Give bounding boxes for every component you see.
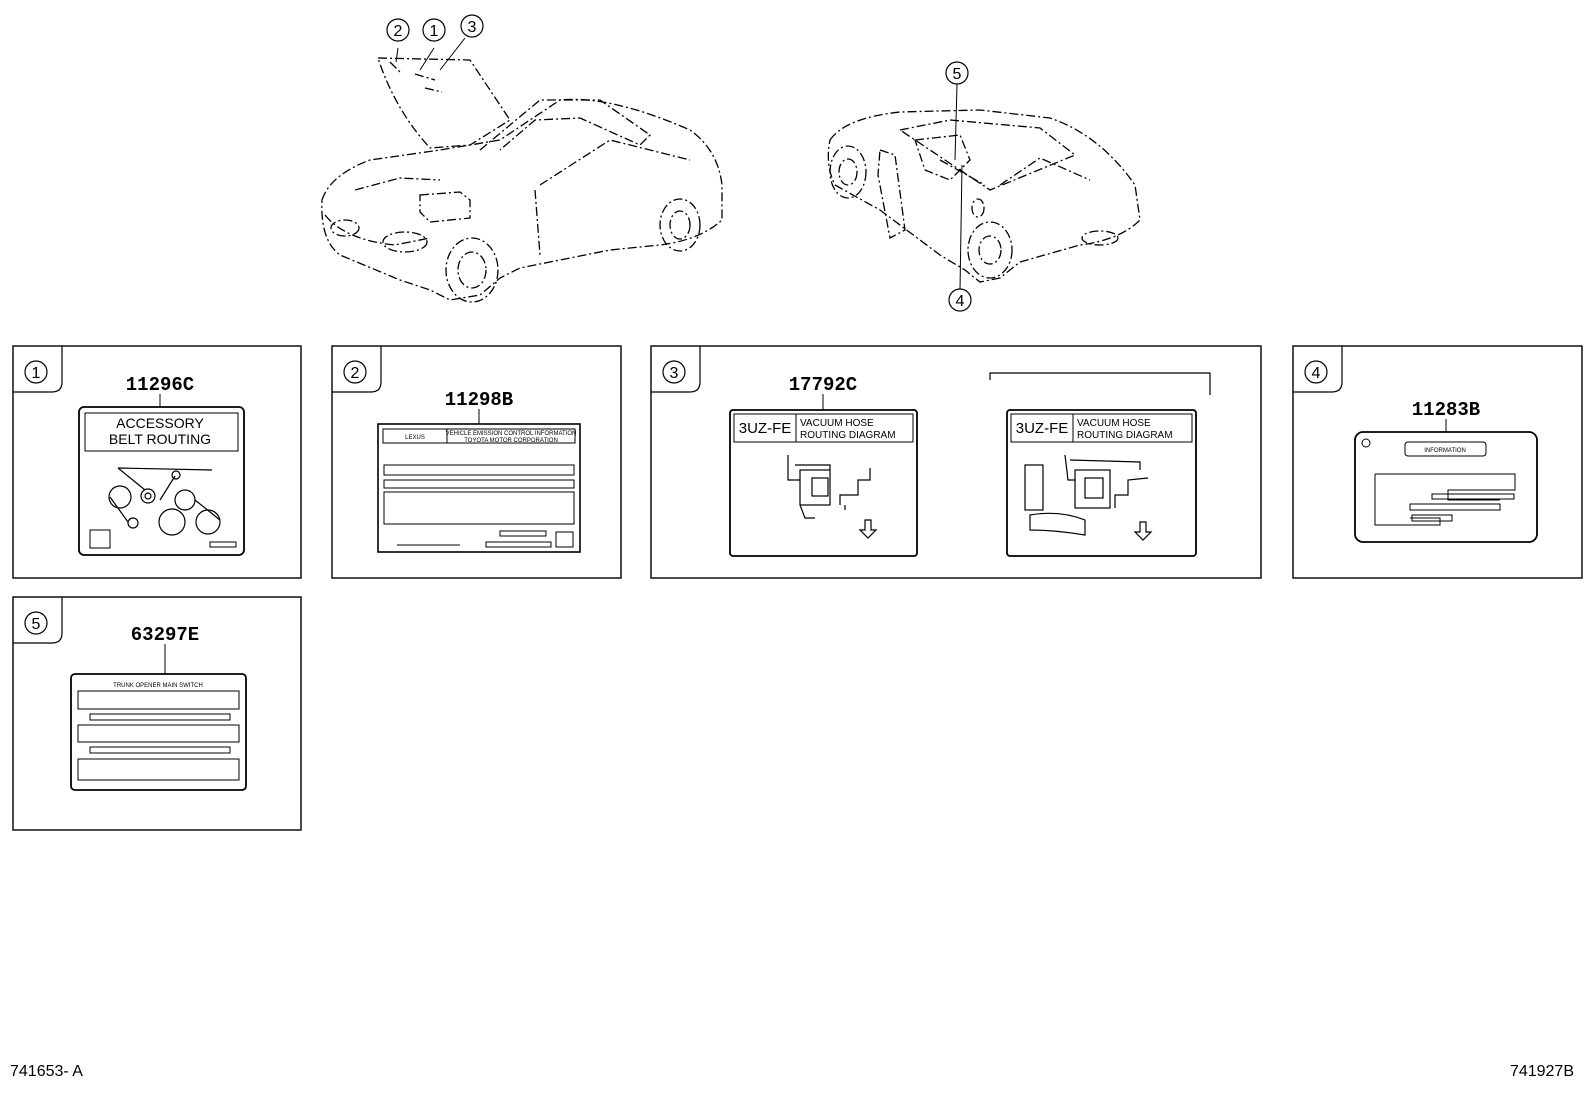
part-number-63297e: 63297E [131, 624, 199, 646]
vacuum-diagram-b [1024, 454, 1153, 541]
part-number-11296c: 11296C [126, 374, 194, 396]
panel-2-index: 2 [351, 365, 360, 382]
car-illustration-door-open [827, 83, 1141, 291]
svg-text:1: 1 [430, 23, 439, 40]
label-a-engine: 3UZ-FE [739, 420, 792, 437]
panel-2: 2 11298B LEXUS VEHICLE EMISSION CONTROL … [331, 345, 622, 579]
label-emission-title: VEHICLE EMISSION CONTROL INFORMATION [446, 431, 577, 437]
panel-3-index: 3 [670, 365, 679, 382]
svg-text:4: 4 [956, 293, 965, 310]
label-information [1354, 431, 1538, 543]
callout-1-top: 1 [422, 18, 446, 42]
label-trunk-opener [70, 673, 247, 791]
label-vacuum-hose-a [729, 409, 918, 557]
panel-1-callout [24, 360, 48, 384]
footer-right-code: 741927B [1509, 1063, 1574, 1080]
footer-left-code: 741653- A [10, 1063, 83, 1080]
panel-4: 4 11283B INFORMATION [1292, 345, 1583, 579]
svg-text:3: 3 [468, 19, 477, 36]
label-b-line1: VACUUM HOSE [1077, 418, 1151, 429]
label-accessory-line2: BELT ROUTING [109, 431, 211, 447]
label-b-engine: 3UZ-FE [1016, 420, 1069, 437]
belt-routing-drawing [108, 467, 221, 536]
label-trunk-opener-header: TRUNK OPENER MAIN SWITCH [113, 683, 203, 689]
label-accessory-line1: ACCESSORY [116, 415, 204, 431]
svg-text:2: 2 [394, 23, 403, 40]
label-emission-brand: LEXUS [405, 435, 425, 441]
callout-2-top: 2 [386, 18, 410, 42]
panel-1: 1 11296C ACCESSORY BELT ROUTING [12, 345, 302, 579]
label-accessory-belt [78, 406, 245, 556]
callout-5-top: 5 [945, 61, 969, 85]
panel-1-index: 1 [32, 365, 41, 382]
label-emission-control [377, 423, 581, 553]
car-illustration-hood-open [321, 37, 723, 303]
panel-5: 5 63297E TRUNK OPENER MAIN SWITCH [12, 596, 302, 831]
callout-3-top: 3 [460, 14, 484, 38]
svg-text:5: 5 [953, 66, 962, 83]
panel-3: 3 17792C 3UZ-FE VACUUM HOSE ROUTING DIAG… [650, 345, 1262, 579]
label-a-line1: VACUUM HOSE [800, 418, 874, 429]
panel-5-index: 5 [32, 616, 41, 633]
panel-4-index: 4 [1312, 365, 1321, 382]
label-emission-maker: TOYOTA MOTOR CORPORATION [464, 438, 558, 444]
part-number-11283b: 11283B [1412, 399, 1480, 421]
label-b-line2: ROUTING DIAGRAM [1077, 430, 1173, 441]
label-information-header: INFORMATION [1424, 448, 1466, 454]
vacuum-diagram-a [787, 455, 878, 539]
callout-4-top: 4 [948, 288, 972, 312]
part-number-17792c: 17792C [789, 374, 857, 396]
part-number-11298b: 11298B [445, 389, 513, 411]
label-vacuum-hose-b [1006, 409, 1197, 557]
label-a-line2: ROUTING DIAGRAM [800, 430, 896, 441]
